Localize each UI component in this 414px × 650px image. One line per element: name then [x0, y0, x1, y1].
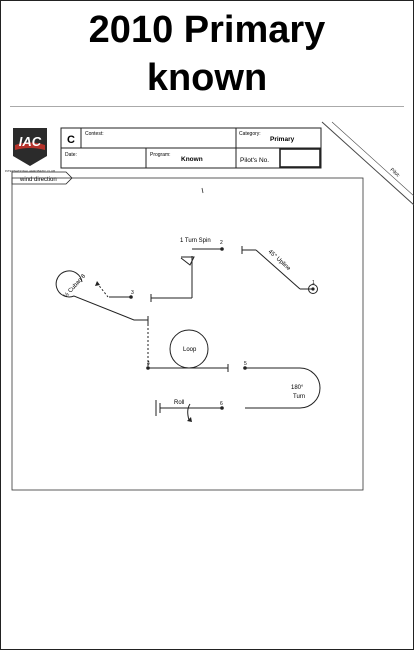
figure-2-spin	[150, 248, 222, 302]
wind-direction-label: wind direction	[19, 177, 57, 183]
pilot-label: Pilot:	[389, 167, 401, 179]
figure-1-label: 45° Upline	[267, 249, 292, 272]
category-value: Primary	[270, 136, 295, 143]
figure-6-roll	[155, 400, 222, 421]
figure-3-half-cuban	[55, 270, 149, 324]
figure-4-start-dot	[146, 366, 150, 370]
title-line-1: 2010 Primary	[88, 9, 326, 51]
pilot-strip: Pilot:	[321, 121, 414, 206]
figure-1-number: 1	[312, 280, 315, 286]
figure-2-label: 1 Turn Spin	[180, 238, 211, 244]
title-line-2: known	[146, 57, 268, 99]
figure-1-start-dot	[311, 287, 315, 291]
program-value: Known	[181, 156, 203, 163]
date-label: Date:	[65, 152, 77, 158]
iac-logo: IAC INTERNATIONAL AEROBATIC CLUB	[5, 128, 55, 173]
figure-5-start-dot	[243, 366, 247, 370]
page-title: 2010 Primary known	[0, 6, 414, 102]
figure-6-label: Roll	[174, 400, 184, 406]
figure-6-number: 6	[220, 401, 223, 407]
figure-3-label: ½ Cuban 8	[62, 272, 87, 299]
figure-5-turn	[245, 367, 321, 409]
figure-5-label-bottom: Turn	[293, 394, 305, 400]
figure-5-label-top: 180°	[291, 385, 304, 391]
figure-1-upline	[241, 246, 318, 294]
sequence-box	[11, 177, 364, 491]
program-label: Program:	[150, 152, 171, 158]
figure-4-label: Loop	[183, 347, 197, 353]
pilots-no-label: Pilot's No.	[240, 157, 269, 164]
figure-4-number: 4	[147, 361, 150, 367]
logo-text: IAC	[19, 134, 42, 149]
category-letter: C	[67, 134, 75, 146]
logo-subtext: INTERNATIONAL AEROBATIC CLUB	[5, 169, 55, 173]
figure-4-loop	[147, 324, 229, 372]
figure-6-arrow	[187, 417, 192, 422]
center-mark	[201, 187, 204, 194]
category-label: Category:	[239, 131, 261, 137]
title-separator	[10, 106, 404, 107]
figure-5-number: 5	[244, 361, 247, 367]
figure-3-arrow	[95, 281, 100, 286]
figure-2-number: 2	[220, 240, 223, 246]
figure-6-start-dot	[220, 406, 224, 410]
figure-3-number: 3	[131, 290, 134, 296]
figure-2-start-dot	[220, 247, 224, 251]
figure-3-start-dot	[129, 295, 133, 299]
contest-label: Contest:	[85, 131, 104, 137]
form-header	[60, 127, 322, 169]
